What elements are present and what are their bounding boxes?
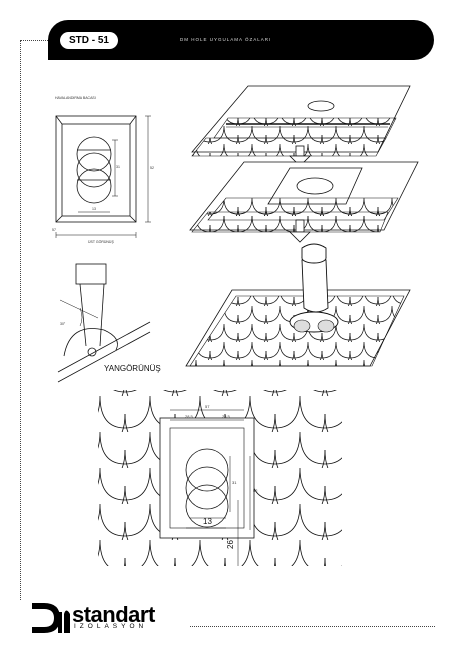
step3-panel (185, 243, 411, 367)
top-view-title: HAVALANDIRMA BACASI (55, 96, 96, 100)
top-dotted-line (20, 40, 48, 41)
arrow-down-2 (289, 219, 311, 243)
brand-tagline: IZOLASYON (74, 623, 148, 630)
plan-outer-height: 52 (150, 166, 154, 170)
left-dotted-line (20, 40, 21, 600)
side-angle-label: 30° (60, 322, 66, 326)
detail-inner-height: 31 (232, 480, 237, 485)
brand-name: standart (72, 602, 155, 627)
detail-top-overall: 57 (205, 404, 210, 409)
detail-width-label: 13 (203, 517, 212, 526)
arrow-down-1 (289, 145, 311, 167)
detail-half-left: 28.5 (185, 414, 193, 419)
step1-panel (191, 85, 411, 157)
standard-code-badge: STD - 51 (60, 32, 118, 49)
header-subtitle: DM HOLE UYGULAMA ÖZALARI (180, 37, 272, 42)
bottom-dotted-line (190, 626, 435, 627)
detail-half-right: 28.5 (222, 414, 230, 419)
top-view-caption: ÜST GÖRÜNÜŞ (88, 240, 114, 244)
plan-width: 13 (92, 207, 96, 211)
step2-panel (189, 161, 419, 233)
side-view-caption: YANGÖRÜNÜŞ (104, 364, 161, 373)
plan-inner-height: 31 (116, 165, 120, 169)
plan-overall-width: 57 (52, 228, 56, 232)
detail-outer-height: 52 (253, 488, 258, 493)
